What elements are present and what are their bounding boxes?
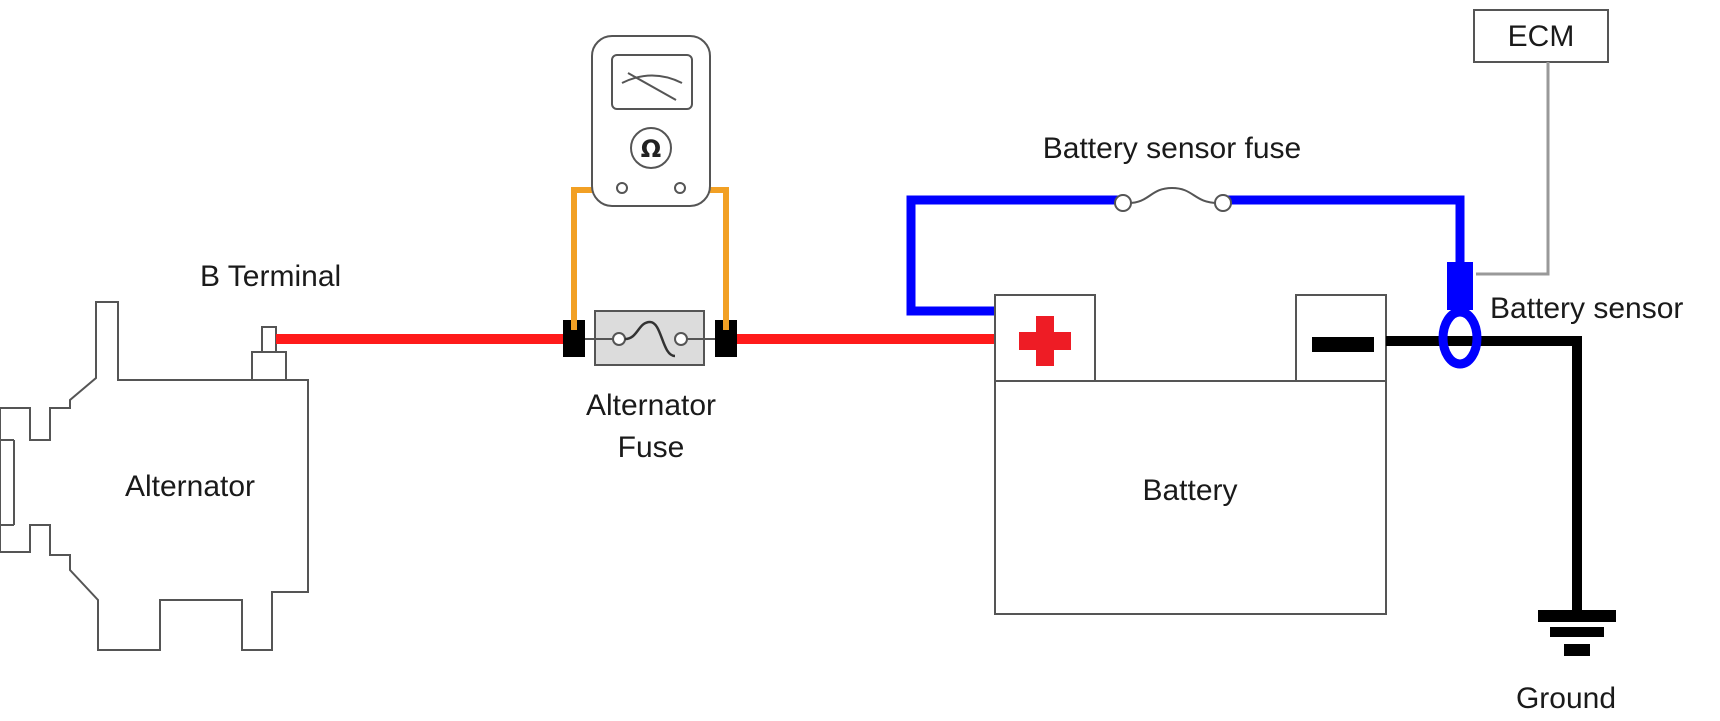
ground-cable: Ground <box>1386 336 1616 715</box>
battery-sensor-fuse-icon <box>1127 186 1219 204</box>
battery-sensor-ring <box>1438 307 1482 369</box>
ground-bar-3 <box>1564 644 1590 656</box>
ground-symbol-icon <box>1538 610 1616 656</box>
meter-needle <box>627 72 677 101</box>
plus-sign-icon <box>1019 316 1071 366</box>
sensor-wire-left <box>906 195 1118 316</box>
fuse-terminal-left <box>612 332 626 346</box>
meter-scale-arc <box>621 74 683 84</box>
ecm-signal-wire <box>1476 62 1550 276</box>
alternator-outline <box>0 301 309 651</box>
meter-jack-right <box>674 182 686 194</box>
battery-sensor: Battery sensor <box>1438 262 1683 369</box>
battery-sensor-fuse-label: Battery sensor fuse <box>1043 132 1301 165</box>
ohmmeter-icon: Ω <box>571 35 729 330</box>
ecm-box <box>1473 9 1609 63</box>
b-terminal-label: B Terminal <box>200 260 341 293</box>
sensor-fuse-terminal-right <box>1214 194 1232 212</box>
alternator-fuse-label-line1: Alternator <box>586 389 716 422</box>
ecm: ECM <box>1473 9 1609 276</box>
alternator: Alternator B Terminal <box>0 260 341 651</box>
ground-bar-2 <box>1550 627 1604 637</box>
b-terminal-base <box>251 351 287 381</box>
battery-sensor-label: Battery sensor <box>1490 292 1683 325</box>
alternator-label: Alternator <box>125 470 255 503</box>
battery-sensor-connector <box>1447 262 1473 310</box>
ground-cable-path <box>1386 336 1582 612</box>
battery: Battery <box>994 294 1387 615</box>
fuse-terminal-right <box>674 332 688 346</box>
meter-unit-symbol: Ω <box>641 135 661 163</box>
battery-sensor-wire: Battery sensor fuse <box>906 132 1465 316</box>
ecm-label: ECM <box>1508 20 1575 53</box>
meter-lead-right <box>680 187 729 330</box>
meter-jack-left <box>616 182 628 194</box>
meter-dial <box>630 127 672 169</box>
ground-bar-1 <box>1538 610 1616 622</box>
meter-lead-left <box>571 187 620 330</box>
alternator-fin-lines <box>0 439 15 526</box>
alternator-fuse-label-line2: Fuse <box>618 431 685 464</box>
alternator-fuse: Alternator Fuse <box>563 310 737 464</box>
sensor-wire-right <box>1228 195 1465 268</box>
ground-label: Ground <box>1516 682 1616 715</box>
meter-display <box>611 54 693 110</box>
fuse-icon <box>624 320 676 358</box>
b-terminal-stud <box>261 326 277 353</box>
sensor-fuse-terminal-left <box>1114 194 1132 212</box>
fuse-connector-left <box>563 320 585 357</box>
minus-sign-icon <box>1312 337 1374 352</box>
battery-case <box>994 380 1387 615</box>
fuse-connector-right <box>715 320 737 357</box>
battery-label: Battery <box>1142 474 1237 507</box>
